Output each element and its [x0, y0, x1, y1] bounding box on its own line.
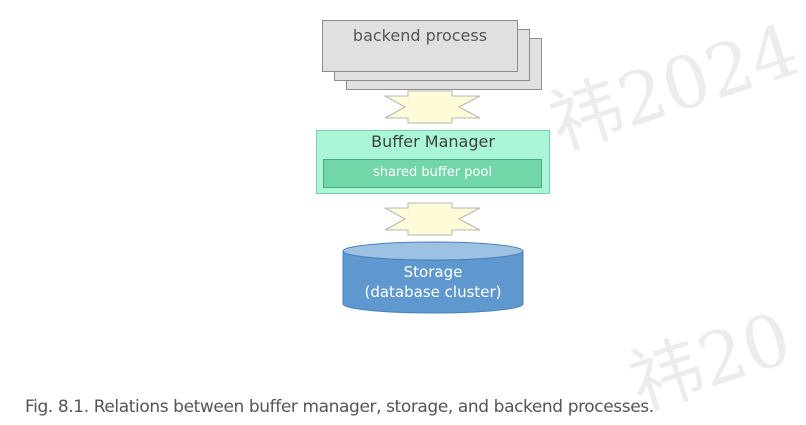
shared-buffer-pool-box	[323, 159, 542, 188]
storage-title: Storage	[403, 263, 463, 281]
double-arrow-upper	[384, 90, 481, 124]
storage-cylinder-top	[342, 241, 524, 261]
storage-subtitle: (database cluster)	[364, 283, 502, 301]
figure-caption: Fig. 8.1. Relations between buffer manag…	[25, 397, 654, 417]
backend-process-label: backend process	[352, 26, 488, 45]
storage-cylinder-body	[342, 250, 524, 314]
double-arrow-lower	[384, 202, 481, 236]
storage-label: Storage (database cluster)	[343, 262, 523, 302]
shared-buffer-pool-label: shared buffer pool	[372, 165, 493, 180]
buffer-manager-label: Buffer Manager	[371, 132, 495, 151]
backend-process-card-front	[322, 20, 518, 72]
